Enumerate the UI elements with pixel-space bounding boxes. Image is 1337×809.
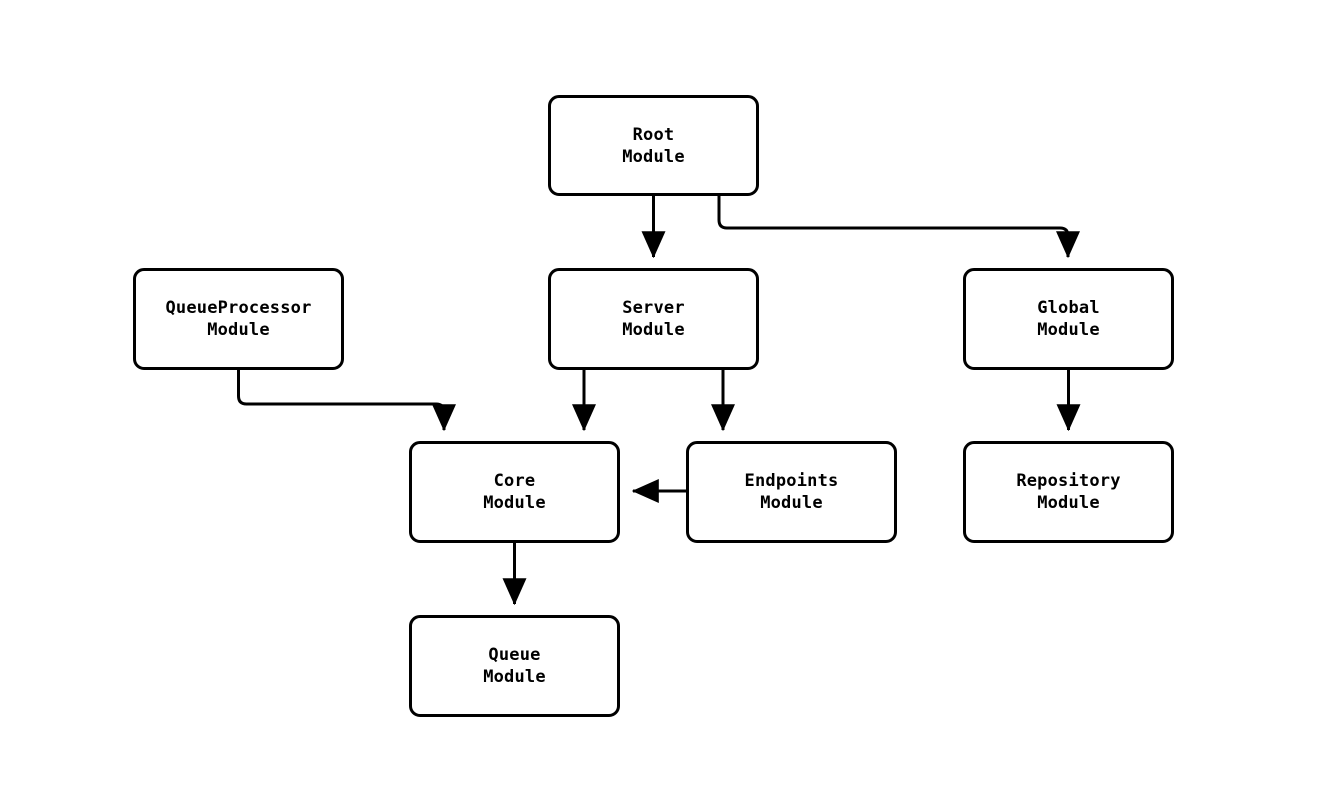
node-queue-module[interactable]: Queue Module [409, 615, 620, 717]
node-queue-module-label: Queue Module [483, 645, 546, 687]
node-server-module[interactable]: Server Module [548, 268, 759, 370]
node-core-module[interactable]: Core Module [409, 441, 620, 543]
node-endpoints-module[interactable]: Endpoints Module [686, 441, 897, 543]
edge-queueprocessor-to-core [237, 370, 456, 432]
node-repository-module-label: Repository Module [1016, 471, 1121, 513]
node-global-module-label: Global Module [1037, 298, 1100, 340]
node-root-module-label: Root Module [622, 124, 685, 167]
node-root-module[interactable]: Root Module [548, 95, 759, 196]
edge-root-to-global [717, 196, 1080, 259]
node-repository-module[interactable]: Repository Module [963, 441, 1174, 543]
node-queueprocessor-module-label: QueueProcessor Module [165, 298, 312, 340]
node-server-module-label: Server Module [622, 298, 685, 340]
node-endpoints-module-label: Endpoints Module [744, 471, 839, 513]
node-core-module-label: Core Module [483, 471, 546, 513]
node-queueprocessor-module[interactable]: QueueProcessor Module [133, 268, 344, 370]
node-global-module[interactable]: Global Module [963, 268, 1174, 370]
